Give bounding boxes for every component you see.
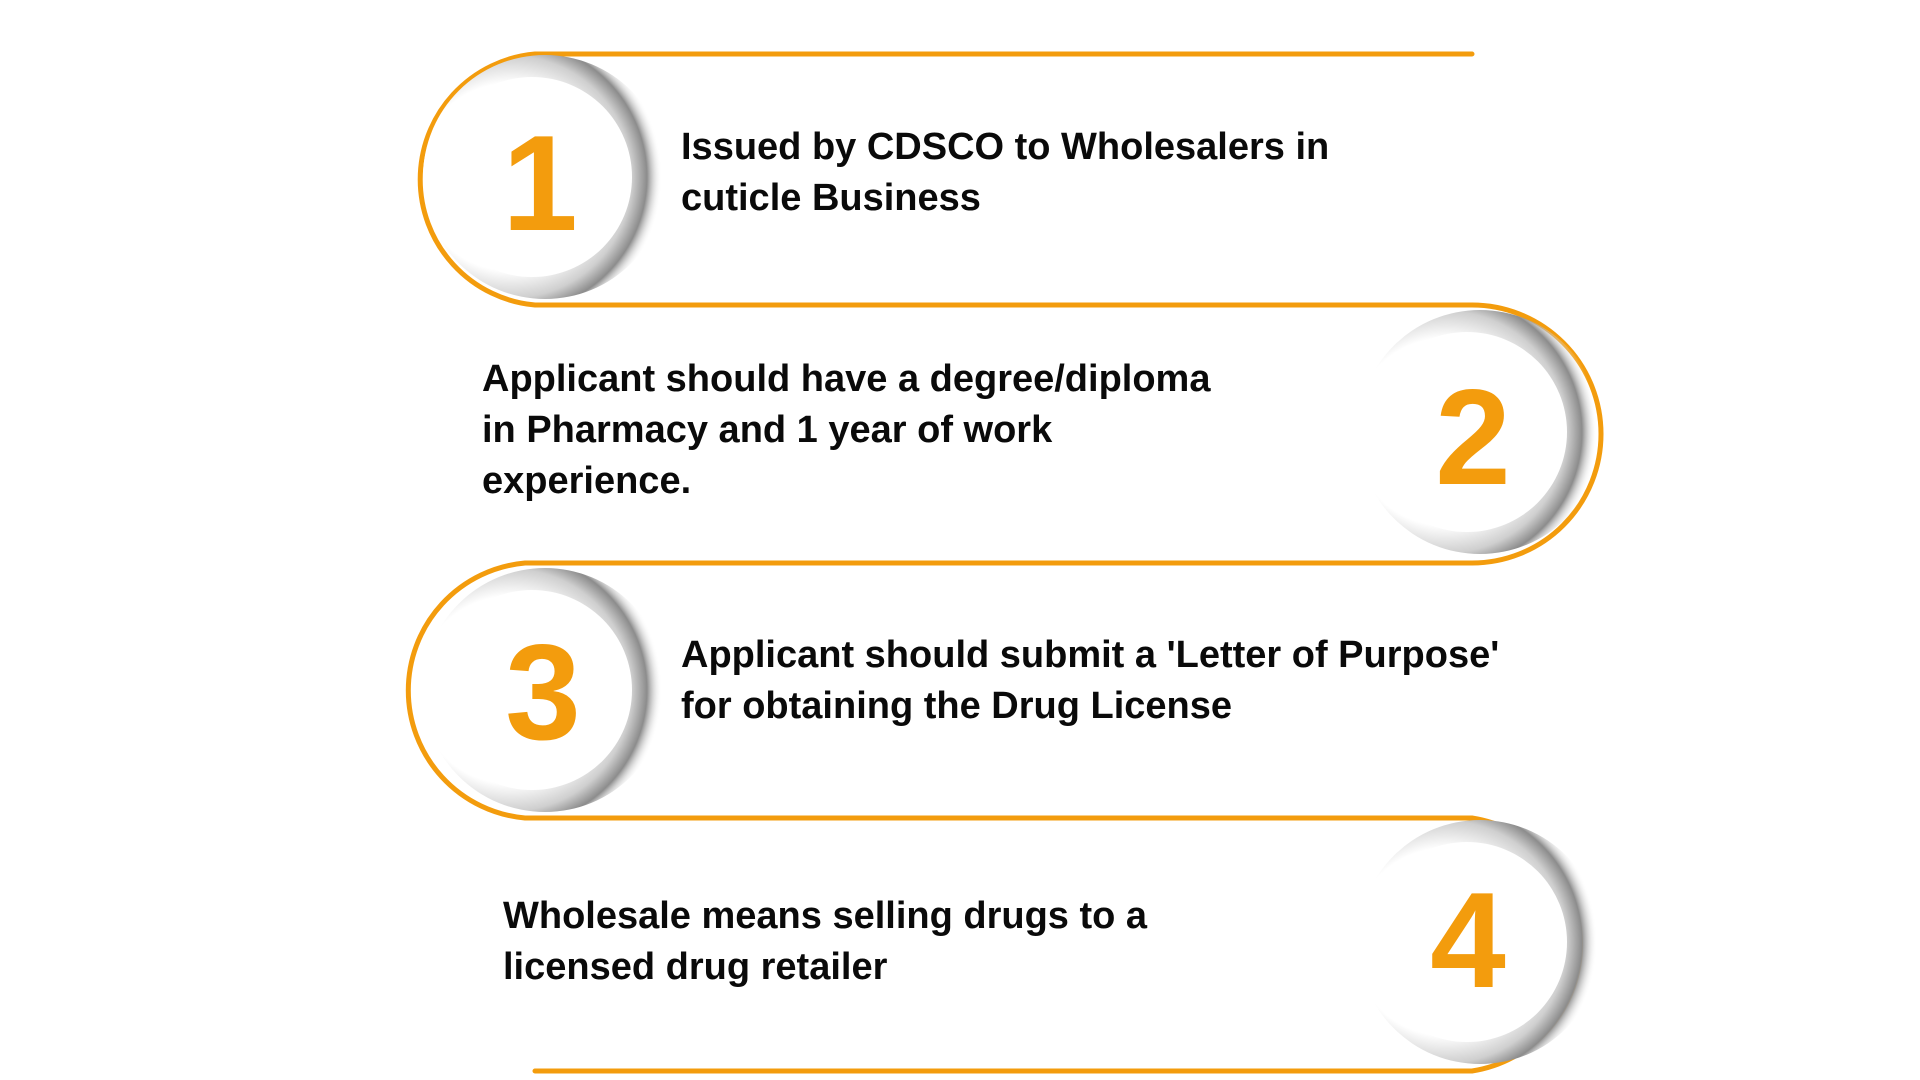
step-4-text: Wholesale means selling drugs to a licen… — [503, 895, 1148, 988]
step-3-text: Applicant should submit a 'Letter of Pur… — [681, 634, 1500, 727]
step-1-circle — [423, 55, 667, 299]
step-4-number: 4 — [1430, 864, 1506, 1016]
step-4-circle — [1358, 820, 1602, 1064]
step-1-text: Issued by CDSCO to Wholesalers in cuticl… — [681, 126, 1330, 219]
step-2-circle — [1358, 310, 1602, 554]
step-2-number: 2 — [1435, 361, 1511, 513]
step-2-text: Applicant should have a degree/diploma i… — [482, 358, 1211, 502]
step-3-number: 3 — [505, 616, 581, 768]
step-1-number: 1 — [502, 107, 578, 259]
step-3-circle — [423, 568, 667, 812]
